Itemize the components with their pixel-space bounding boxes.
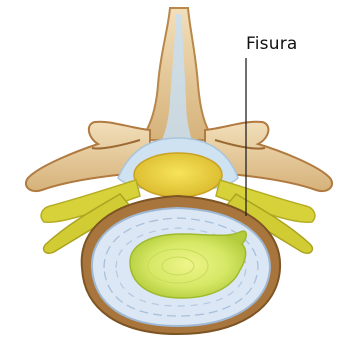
spinal-cord bbox=[134, 153, 222, 197]
spinous-process bbox=[140, 8, 214, 140]
fissure-label: Fisura bbox=[246, 34, 298, 54]
